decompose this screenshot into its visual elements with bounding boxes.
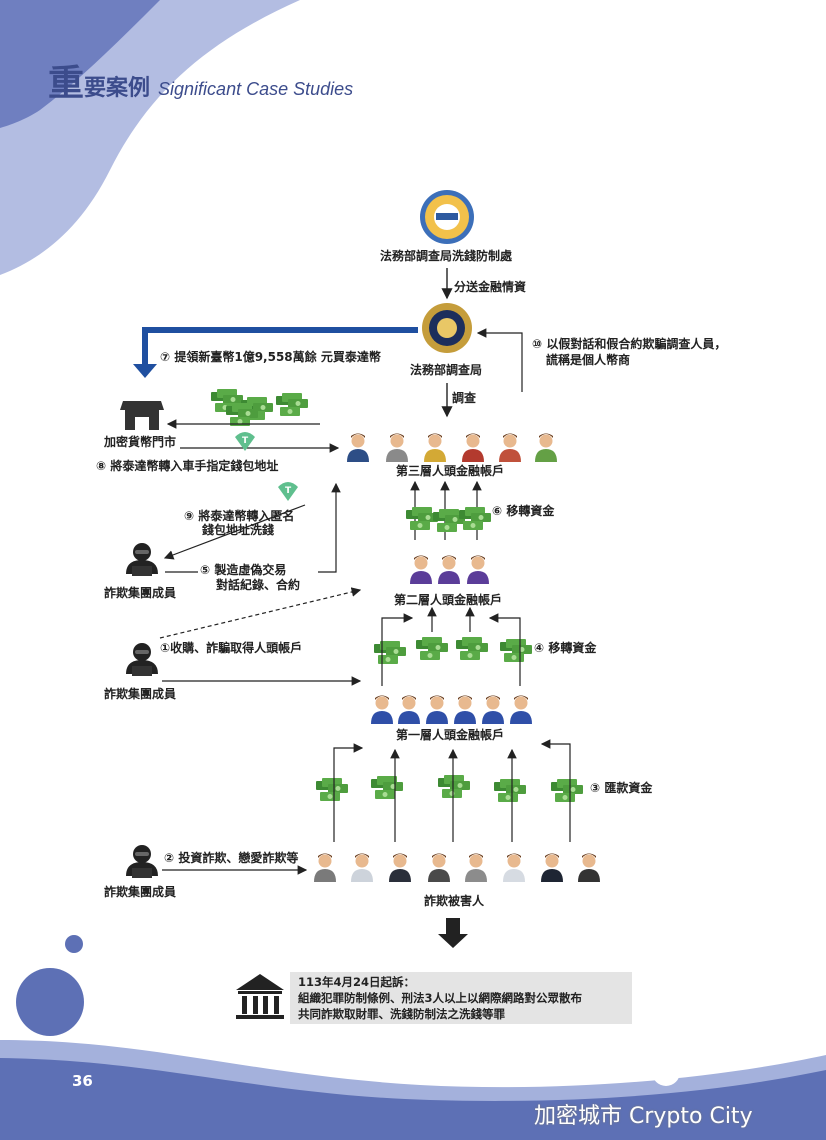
watermark: 加密城市 Crypto City	[534, 1104, 753, 1129]
arrow-step10	[476, 328, 523, 392]
step5-label-line1: ⑤ 製造虛偽交易	[200, 563, 287, 577]
step6-label: ⑥ 移轉資金	[492, 504, 555, 518]
layer2-label: 第二層人頭金融帳戶	[394, 593, 503, 607]
step10-label-line2: 謊稱是個人幣商	[546, 353, 631, 367]
layer3-people	[347, 433, 557, 462]
arrow-step5	[318, 482, 341, 573]
money-pile-icon	[438, 775, 470, 798]
layer1-people	[371, 695, 532, 724]
big-down-arrow	[438, 918, 468, 948]
fraud-member-icon	[126, 543, 158, 576]
decor-circle-large	[16, 968, 84, 1036]
step5-label-line2: 對話紀錄、合約	[216, 578, 301, 592]
step4-label: ④ 移轉資金	[534, 641, 597, 655]
arrow-step1-dashed	[159, 587, 362, 639]
step9-label-line2: 錢包地址洗錢	[202, 523, 275, 537]
money-pile-icon	[459, 507, 491, 530]
decor-circle-small	[65, 935, 83, 953]
page-number: 36	[72, 1072, 93, 1090]
layer1-label: 第一層人頭金融帳戶	[396, 728, 505, 742]
step7-label: ⑦ 提領新臺幣1億9,558萬餘 元買泰達幣	[160, 350, 381, 364]
money-pile-icon	[374, 641, 406, 664]
top-wave-dark	[0, 0, 160, 128]
layer3-label: 第三層人頭金融帳戶	[396, 464, 505, 478]
decor-circle-white	[652, 1058, 680, 1086]
victims-people	[314, 853, 600, 882]
victims-label: 詐欺被害人	[424, 894, 485, 908]
step3-label: ③ 匯款資金	[590, 781, 653, 795]
money-pile-icon	[551, 779, 583, 802]
mjib-emblem-icon	[422, 303, 472, 353]
fraud-member-label: 詐欺集團成員	[104, 687, 177, 701]
crypto-store-label: 加密貨幣門市	[104, 435, 177, 449]
step8-label: ⑧ 將泰達幣轉入車手指定錢包地址	[96, 459, 279, 473]
fraud-member-icon	[126, 845, 158, 878]
indictment-box: 113年4月24日起訴： 組織犯罪防制條例、刑法3人以上以網際網路對公眾散布 共…	[290, 972, 632, 1024]
court-icon	[236, 974, 284, 1019]
layer2-people	[410, 555, 489, 584]
mjib-label: 法務部調查局	[410, 363, 483, 377]
arrow-step7	[142, 327, 418, 366]
step10-label-line1: ⑩ 以假對話和假合約欺騙調查人員，	[532, 337, 727, 351]
page-title: 重要案例 Significant Case Studies	[48, 54, 353, 106]
money-pile-icon	[371, 776, 403, 799]
indictment-line1: 113年4月24日起訴：	[298, 975, 416, 989]
step9-label-line1: ⑨ 將泰達幣轉入匿名	[184, 509, 295, 523]
indictment-line2: 組織犯罪防制條例、刑法3人以上以網際網路對公眾散布	[298, 991, 582, 1005]
indictment-line3: 共同詐欺取財罪、洗錢防制法之洗錢等罪	[298, 1007, 505, 1021]
title-en: Significant Case Studies	[158, 79, 354, 99]
step1-label: ①收購、詐騙取得人頭帳戶	[160, 641, 303, 655]
step2-label: ② 投資詐欺、戀愛詐欺等	[164, 851, 299, 865]
money-pile-icon	[456, 637, 488, 660]
money-pile-icon	[276, 393, 308, 416]
aml-seal-icon	[420, 190, 474, 244]
money-pile-icon	[316, 778, 348, 801]
send-intel-label: 分送金融情資	[454, 280, 527, 294]
bottom-wave-dark	[0, 1058, 826, 1140]
fraud-member-label: 詐欺集團成員	[104, 885, 177, 899]
money-pile-icon	[500, 639, 532, 662]
aml-office-label: 法務部調查局洗錢防制處	[380, 249, 513, 263]
title-big-char: 重	[48, 63, 85, 104]
tether-icon	[278, 482, 298, 501]
arrow-step9	[163, 504, 306, 560]
investigate-label: 調查	[452, 391, 477, 405]
crypto-store-icon	[120, 401, 164, 430]
money-pile-icon	[494, 779, 526, 802]
title-zh: 要案例	[84, 76, 151, 101]
fraud-member-label: 詐欺集團成員	[104, 586, 177, 600]
fraud-member-icon	[126, 643, 158, 676]
money-pile-icon	[416, 637, 448, 660]
